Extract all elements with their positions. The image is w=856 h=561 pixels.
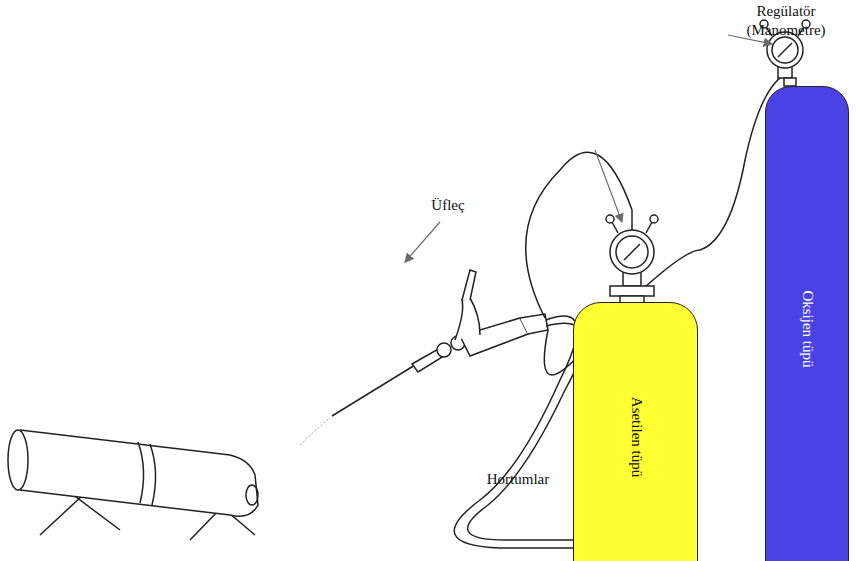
cylinder-label: Oksijen tüpü xyxy=(799,290,816,367)
pipe-work xyxy=(8,430,258,540)
hoses-label: Hortumlar xyxy=(468,470,568,489)
torch xyxy=(332,270,548,416)
leader-line xyxy=(595,150,622,222)
acetylene-cylinder: Asetilen tüpü xyxy=(573,302,698,561)
oxygen-cylinder: Oksijen tüpü xyxy=(765,86,849,561)
leader-line xyxy=(405,222,440,262)
acetylene-regulator xyxy=(606,215,658,304)
cylinder-label: Asetilen tüpü xyxy=(627,397,644,477)
torch-label: Üfleç xyxy=(418,196,478,215)
regulator-label: Regülatör (Manometre) xyxy=(730,2,842,40)
